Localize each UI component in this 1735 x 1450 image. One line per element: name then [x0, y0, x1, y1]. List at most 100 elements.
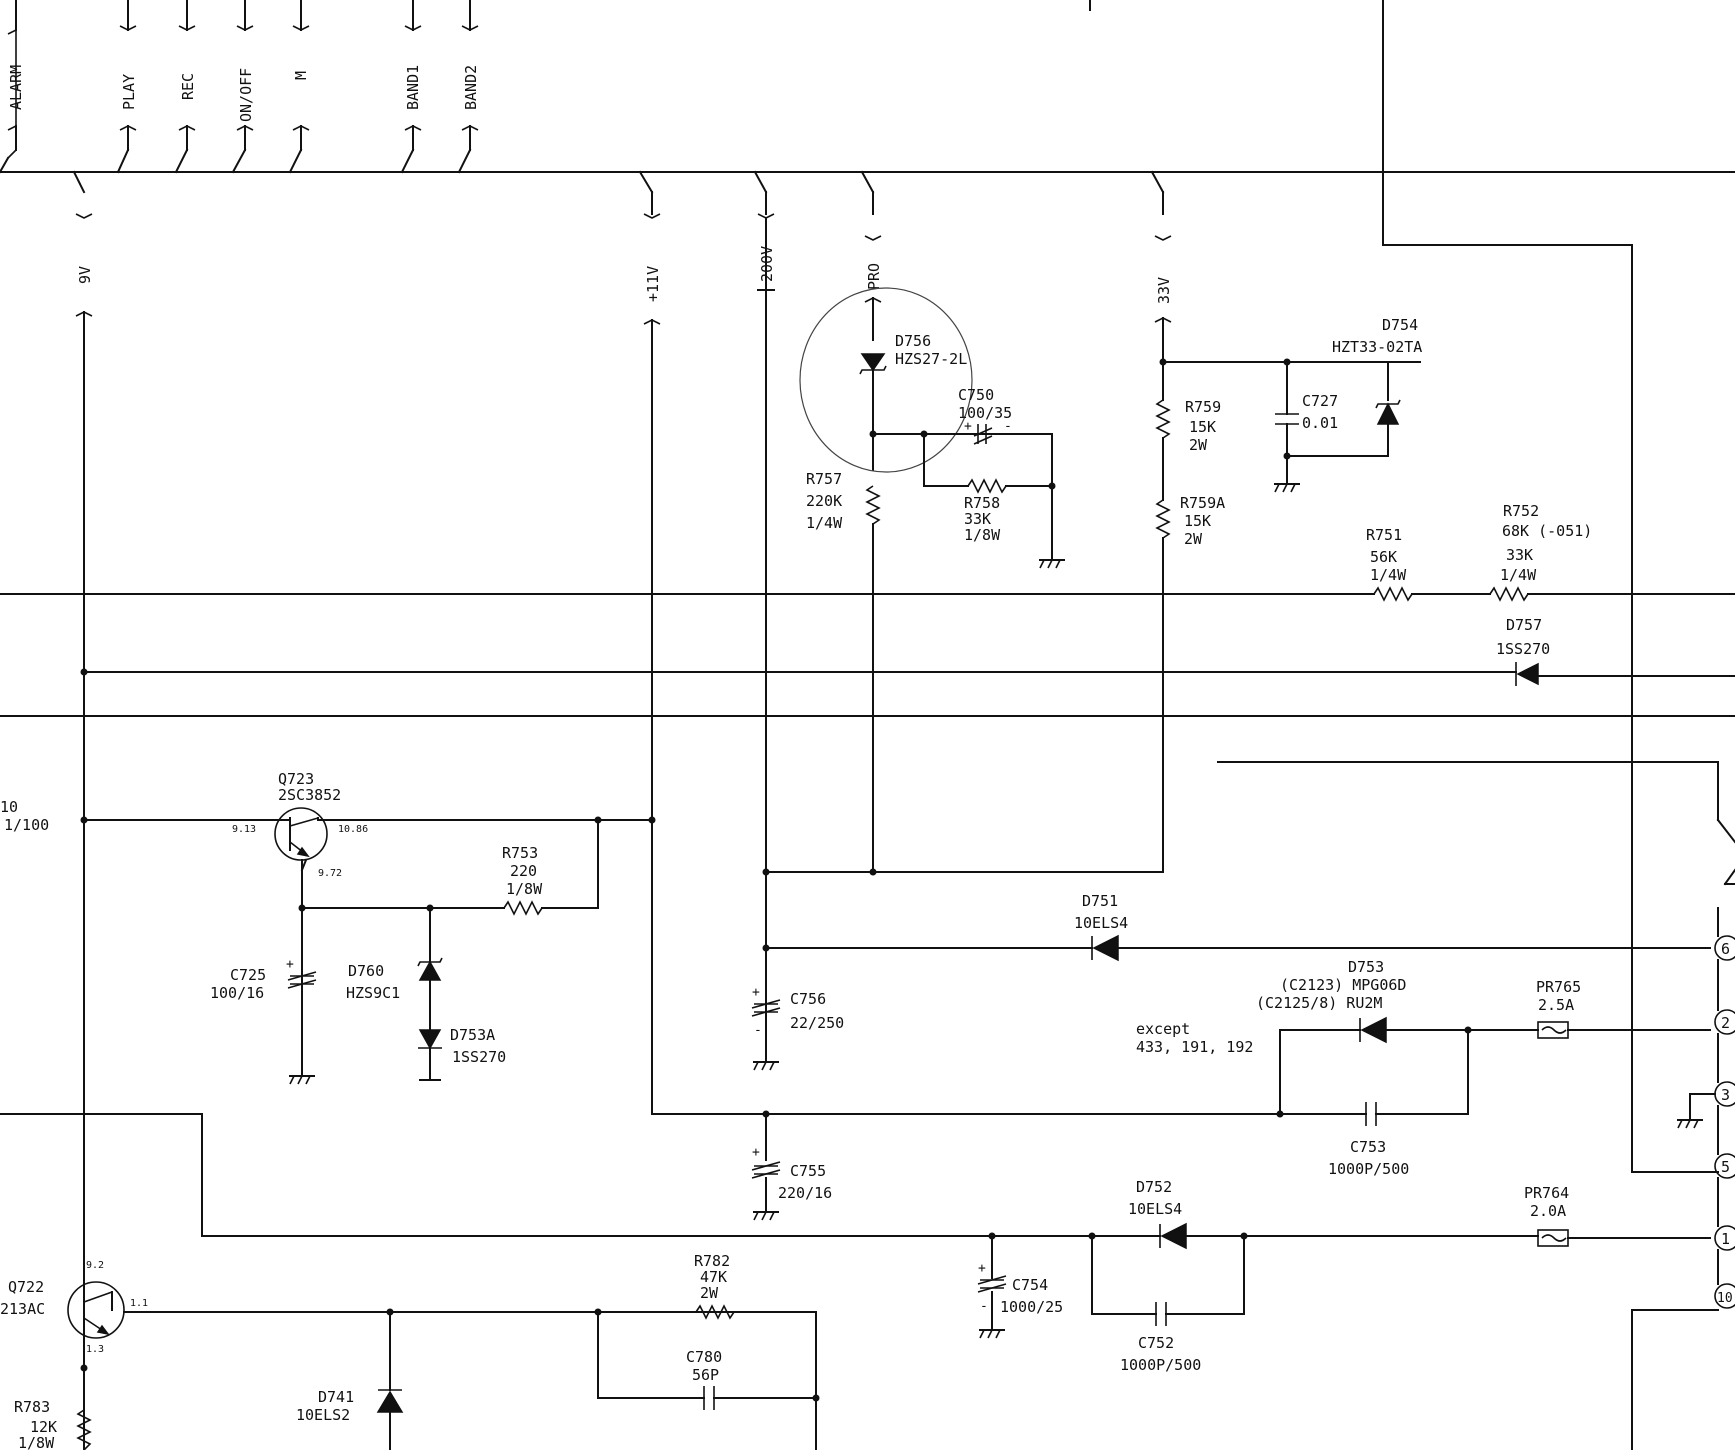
pin-10: 10 — [1717, 1291, 1733, 1306]
d760-zener: D760 HZS9C1 — [346, 907, 443, 1031]
rail-pro: PRO — [860, 170, 883, 341]
q723-transistor: Q723 2SC3852 9.13 10.86 9.72 — [80, 770, 656, 1077]
r751-ref: R751 — [1366, 526, 1402, 544]
misc-lines — [0, 715, 1735, 886]
pr764-ref: PR764 — [1524, 1184, 1569, 1202]
c750-minus-mark: - — [1004, 419, 1012, 434]
ground-symbol-c725 — [289, 1075, 315, 1085]
q722-part: 213AC — [0, 1300, 45, 1318]
d753-note2: 433, 191, 192 — [1136, 1038, 1253, 1056]
r753-rating: 1/8W — [506, 880, 543, 898]
c756-minus-mark: - — [754, 1023, 762, 1038]
c750-ref: C750 — [958, 386, 994, 404]
d753-note1: except — [1136, 1020, 1190, 1038]
pr765-fuse: PR765 2.5A — [1467, 978, 1711, 1039]
r758-resistor: R758 33K 1/8W — [923, 433, 1056, 561]
c750-plus-mark: + — [964, 419, 972, 434]
pr764-fuse: PR764 2.0A — [1524, 1184, 1711, 1247]
r753-ref: R753 — [502, 844, 538, 862]
ground-symbol-c727 — [1274, 483, 1300, 493]
q723-ref: Q723 — [278, 770, 314, 788]
r757-ref: R757 — [806, 470, 842, 488]
junction-line-200v — [762, 868, 1164, 876]
rail-33v: 33V — [1150, 170, 1173, 401]
d741-part: 10ELS2 — [296, 1406, 350, 1424]
d756-zener: D756 HZS27-2L — [859, 332, 967, 471]
c752-ref: C752 — [1138, 1334, 1174, 1352]
r758-value: 33K — [964, 510, 991, 528]
c754-value: 1000/25 — [1000, 1298, 1063, 1316]
pin-2: 2 — [1721, 1014, 1730, 1032]
r757-resistor: R757 220K 1/4W — [806, 470, 881, 873]
c780-capacitor: C780 56P — [597, 1311, 820, 1410]
r759-value: 15K — [1189, 418, 1216, 436]
signal-label-band2: BAND2 — [462, 65, 480, 110]
pin-6: 6 — [1721, 940, 1730, 958]
r758-rating: 1/8W — [964, 526, 1001, 544]
c755-capacitor: + C755 220/16 — [751, 1113, 832, 1213]
ground-symbol-c756 — [753, 1061, 779, 1071]
c754-plus-mark: + — [978, 1261, 986, 1276]
q723-vb: 9.13 — [232, 824, 256, 835]
d752-diode: D752 10ELS4 — [1128, 1178, 1539, 1250]
q722-ref: Q722 — [8, 1278, 44, 1296]
c727-ref: C727 — [1302, 392, 1338, 410]
connector-pins: 6 2 3 5 1 10 — [1631, 907, 1735, 1450]
d753-variant2: (C2125/8) RU2M — [1256, 994, 1382, 1012]
d752-part: 10ELS4 — [1128, 1200, 1182, 1218]
c780-ref: C780 — [686, 1348, 722, 1366]
rail-9v: 9V — [72, 170, 94, 1251]
left-cap-ref: 10 — [0, 798, 18, 816]
d753-diode: D753 (C2123) MPG06D (C2125/8) RU2M excep… — [1136, 958, 1539, 1115]
d753a-ref: D753A — [450, 1026, 495, 1044]
rail-label-33v: 33V — [1155, 277, 1173, 304]
c750-value: 100/35 — [958, 404, 1012, 422]
r752-alt-value: 33K — [1506, 546, 1533, 564]
c725-ref: C725 — [230, 966, 266, 984]
d754-zener: D754 HZT33-02TA — [1332, 316, 1422, 457]
d741-diode: D741 10ELS2 — [296, 1311, 404, 1450]
c780-value: 56P — [692, 1366, 719, 1384]
r783-value: 12K — [30, 1418, 57, 1436]
c754-minus-mark: - — [980, 1299, 988, 1314]
d753a-diode: D753A 1SS270 — [418, 1026, 506, 1081]
rail-label-pro: PRO — [865, 263, 883, 290]
r759a-value: 15K — [1184, 512, 1211, 530]
c756-ref: C756 — [790, 990, 826, 1008]
d754-part: HZT33-02TA — [1332, 338, 1422, 356]
ground-symbol-c754 — [979, 1329, 1005, 1339]
left-edge-capacitor: 10 1/100 — [0, 798, 49, 834]
r783-ref: R783 — [14, 1398, 50, 1416]
q723-vc: 10.86 — [338, 824, 368, 835]
c727-capacitor: C727 0.01 — [1275, 361, 1389, 485]
c755-ref: C755 — [790, 1162, 826, 1180]
signal-label-on-off: ON/OFF — [237, 68, 255, 122]
d753-variant1: (C2123) MPG06D — [1280, 976, 1406, 994]
r751-value: 56K — [1370, 548, 1397, 566]
d754-ref: D754 — [1382, 316, 1418, 334]
pr764-line — [0, 1113, 1248, 1240]
r759a-resistor: R759A 15K 2W — [1155, 494, 1225, 873]
c753-value: 1000P/500 — [1328, 1160, 1409, 1178]
q722-vc: 9.2 — [86, 1260, 104, 1271]
hand-drawn-circle — [799, 287, 973, 473]
pin-1: 1 — [1721, 1230, 1730, 1248]
d760-ref: D760 — [348, 962, 384, 980]
c725-capacitor: + C725 100/16 — [210, 957, 317, 1002]
d752-ref: D752 — [1136, 1178, 1172, 1196]
c752-value: 1000P/500 — [1120, 1356, 1201, 1374]
signal-label-m: M — [292, 71, 310, 80]
rail-label-9v: 9V — [76, 266, 94, 284]
rail-200v: 200V — [753, 170, 776, 1051]
r757-value: 220K — [806, 492, 842, 510]
signal-label-rec: REC — [179, 73, 197, 100]
r782-resistor: R782 47K 2W — [597, 1252, 817, 1450]
d753a-part: 1SS270 — [452, 1048, 506, 1066]
r783-rating: 1/8W — [18, 1434, 55, 1450]
c750-capacitor: C750 100/35 + - — [869, 386, 1053, 445]
r759a-ref: R759A — [1180, 494, 1225, 512]
r758-ref: R758 — [964, 494, 1000, 512]
c725-value: 100/16 — [210, 984, 264, 1002]
c725-plus-mark: + — [286, 957, 294, 972]
r757-rating: 1/4W — [806, 514, 843, 532]
